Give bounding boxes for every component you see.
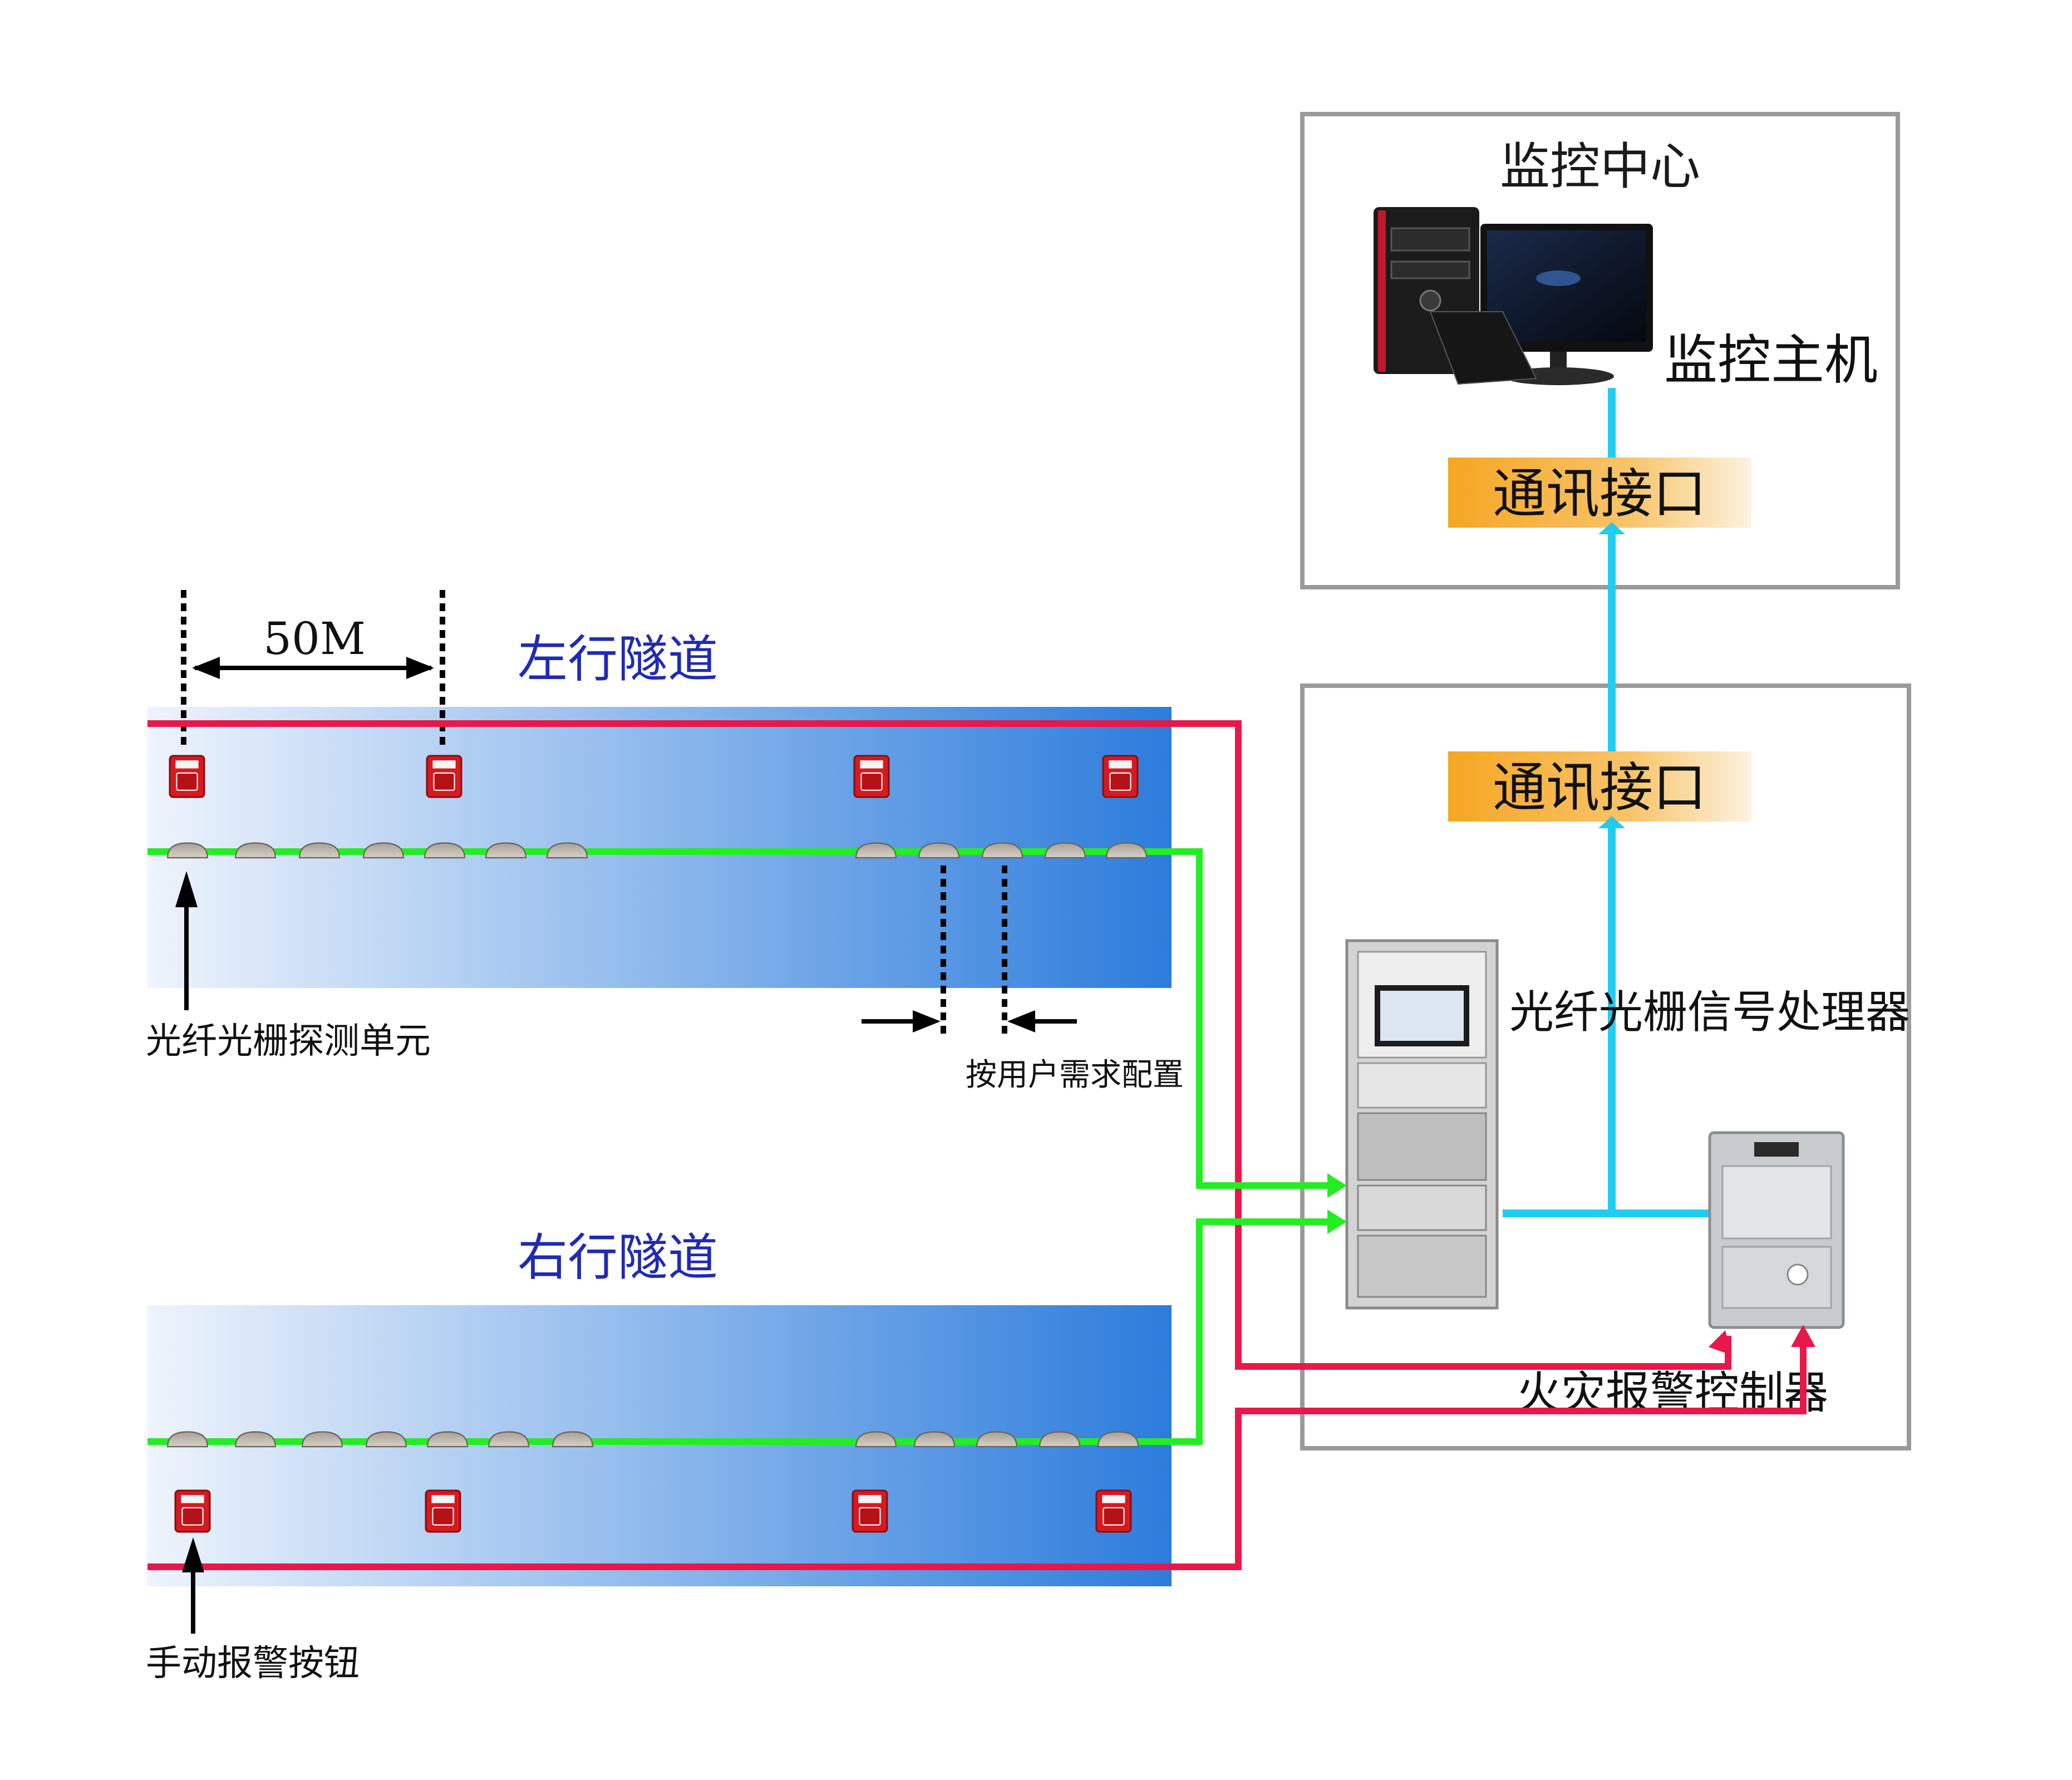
button-pointer-arrow <box>182 1537 204 1634</box>
alarm-button-icon <box>425 1489 461 1533</box>
alarm-button-icon <box>853 755 890 798</box>
alarm-button-icon <box>852 1489 888 1533</box>
alarm-button-icon <box>426 755 462 798</box>
manual-button-label: 手动报警按钮 <box>146 1643 360 1684</box>
alarm-button-icon <box>174 1489 211 1533</box>
fire-alarm-controller-icon <box>1708 1131 1845 1329</box>
config-label: 按用户需求配置 <box>966 1057 1184 1093</box>
communication-lines <box>1503 388 1714 1217</box>
detector-pointer-arrow <box>175 871 198 1010</box>
left-alarm-line <box>147 720 1719 1370</box>
processor-label: 光纤光栅信号处理器 <box>1509 986 1910 1038</box>
left-tunnel-title: 左行隧道 <box>518 630 718 689</box>
comm-interface-box-bottom <box>1448 751 1751 822</box>
right-tunnel-body <box>147 1305 1172 1586</box>
alarm-button-icon <box>1095 1489 1132 1533</box>
right-fiber-arrow <box>1327 1209 1347 1234</box>
desktop-computer-icon <box>1374 207 1653 385</box>
config-spacing-marker <box>862 866 1077 1038</box>
comm-interface-label-top: 通讯接口 <box>1493 463 1706 525</box>
monitor-center-frame <box>1300 112 1900 589</box>
right-alarm-arrow <box>1791 1325 1815 1347</box>
equipment-room-frame <box>1300 684 1911 1450</box>
right-tunnel-title: 右行隧道 <box>518 1228 718 1287</box>
left-fiber-line <box>147 848 1336 1189</box>
comm-interface-label-bottom: 通讯接口 <box>1493 756 1706 819</box>
left-fiber-arrow <box>1327 1173 1347 1198</box>
spacing-label: 50M <box>263 613 366 665</box>
server-rack-icon <box>1345 939 1499 1310</box>
alarm-button-icon <box>1102 755 1139 798</box>
comm-arrow-top <box>1598 522 1625 534</box>
alarm-button-icon <box>169 755 205 798</box>
detector-label: 光纤光栅探测单元 <box>146 1021 431 1062</box>
left-alarm-arrow-shaft <box>1719 1336 1731 1370</box>
comm-arrow-bottom <box>1598 816 1625 828</box>
right-fiber-line <box>147 1218 1336 1445</box>
spacing-dimension <box>181 590 445 746</box>
right-alarm-line <box>147 1336 1807 1570</box>
monitor-host-label: 监控主机 <box>1664 329 1878 391</box>
monitor-center-title: 监控中心 <box>1500 137 1700 196</box>
comm-interface-box-top <box>1448 458 1751 528</box>
